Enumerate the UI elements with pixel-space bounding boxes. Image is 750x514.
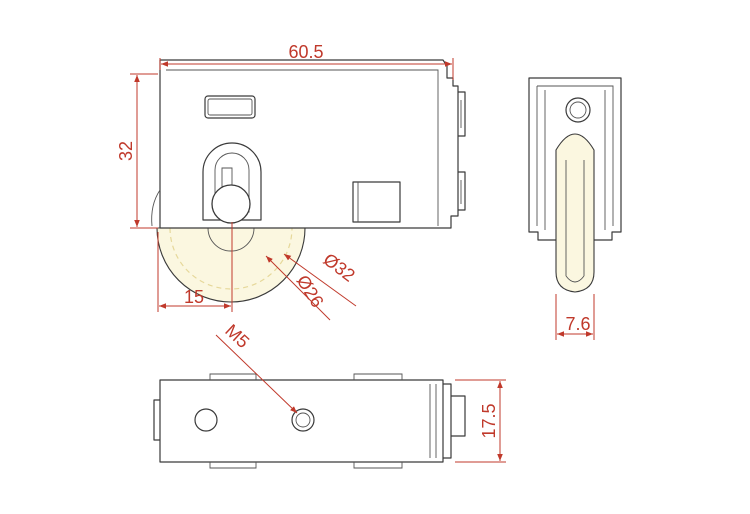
housing-left-curve — [151, 189, 161, 227]
dim-thread-leader — [215, 334, 298, 414]
bottom-end-cap-inner — [429, 384, 437, 458]
dim-height-label: 32 — [116, 141, 136, 161]
dim-diameter-inner-label: Ø26 — [293, 272, 328, 311]
bracket-window — [352, 181, 401, 223]
bottom-left-tab — [153, 399, 160, 441]
adjustment-slot-inner — [214, 152, 250, 213]
front-view — [151, 59, 466, 303]
side-bracket-inner — [536, 85, 614, 226]
wheel-hub-line — [207, 227, 255, 252]
side-bracket-outline — [528, 77, 622, 241]
bottom-wheel-bottom — [209, 462, 403, 469]
bottom-view — [153, 373, 466, 469]
dim-thread-label: M5 — [221, 320, 253, 352]
dim-diameter-inner-leader — [265, 255, 331, 321]
rect-slot — [204, 95, 256, 119]
bottom-threaded-hole — [291, 408, 315, 432]
bottom-threaded-hole-inner — [295, 412, 311, 428]
side-view — [528, 77, 622, 293]
dim-depth-label: 17.5 — [479, 403, 499, 438]
side-bracket-flange — [544, 90, 606, 230]
dim-wheel-width-label: 7.6 — [565, 314, 590, 334]
dim-offset-label: 15 — [184, 287, 204, 307]
bottom-body-outline — [159, 379, 444, 463]
right-tab-lower — [458, 171, 466, 211]
housing-outline — [159, 59, 459, 229]
side-axle-hole-inner — [569, 101, 587, 119]
bottom-end-cap — [443, 383, 452, 459]
bottom-right-tab — [451, 395, 466, 437]
rect-slot-inner — [207, 98, 253, 116]
adjustment-slot-outer — [202, 142, 262, 221]
dim-diameter-outer-leader — [283, 253, 357, 307]
axle-pin — [211, 184, 251, 224]
side-wheel — [555, 133, 595, 293]
wheel — [156, 227, 306, 303]
dim-width-label: 60.5 — [288, 42, 323, 62]
side-wheel-groove — [565, 160, 585, 283]
dim-diameter-outer-label: Ø32 — [320, 249, 359, 285]
housing-top-fold — [166, 69, 439, 226]
bottom-wheel-top — [209, 373, 403, 380]
right-tab-upper — [458, 91, 466, 137]
side-axle-hole — [565, 97, 591, 123]
bottom-hole-left — [194, 408, 218, 432]
